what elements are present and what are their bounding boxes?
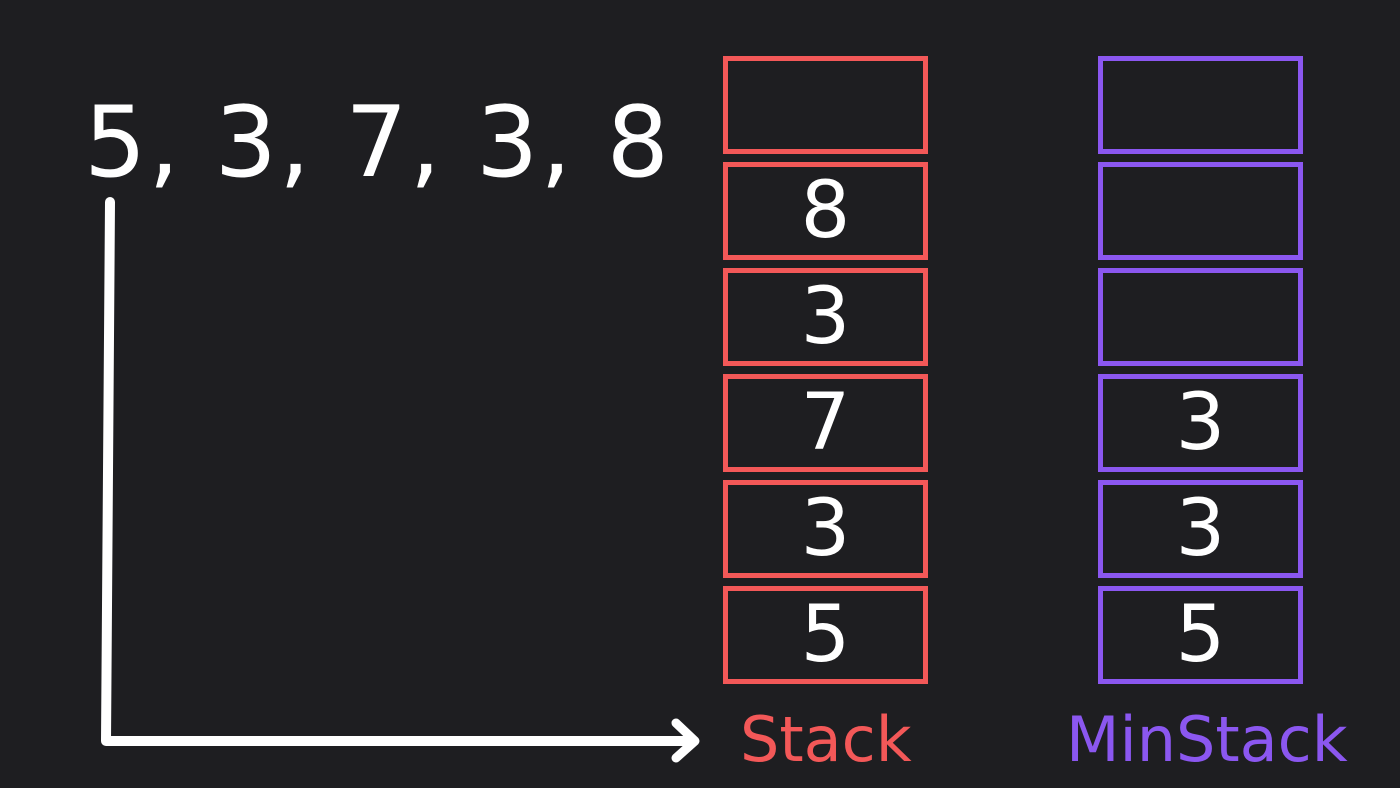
minstack-cell: 3 [1098,480,1303,578]
minstack-cell [1098,56,1303,154]
minstack-cell: 3 [1098,374,1303,472]
stack-cell: 3 [723,480,928,578]
minstack-cell: 5 [1098,586,1303,684]
minstack-label: MinStack [1066,703,1348,776]
stack-label: Stack [740,703,912,776]
stack-cell: 8 [723,162,928,260]
stack-cell: 7 [723,374,928,472]
stack-column: 8 3 7 3 5 [723,56,928,684]
stack-cell: 3 [723,268,928,366]
minstack-column: 3 3 5 [1098,56,1303,684]
stack-cell [723,56,928,154]
minstack-cell [1098,268,1303,366]
minstack-cell [1098,162,1303,260]
stack-cell: 5 [723,586,928,684]
arrow-head-icon [671,718,700,763]
input-sequence: 5, 3, 7, 3, 8 [84,86,671,200]
